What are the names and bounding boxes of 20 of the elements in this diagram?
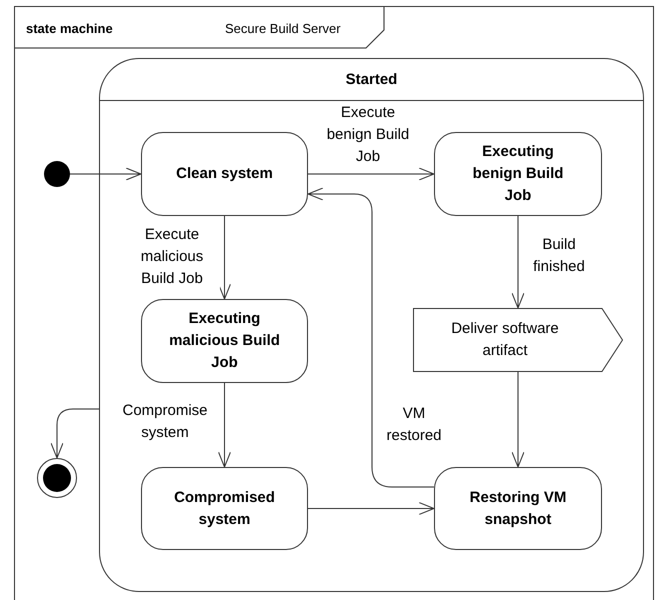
send-signal-action: Deliver software artifact: [413, 308, 623, 372]
transition-arrow: [308, 188, 434, 488]
diagram-kind-label: state machine: [26, 20, 113, 38]
transition-arrow: [70, 168, 142, 180]
initial-state: [44, 161, 70, 187]
transition-arrow: [512, 372, 524, 468]
state-box: Compromised system: [141, 467, 308, 550]
transition-arrow: [50, 408, 100, 458]
transition-arrow: [308, 168, 434, 180]
final-state: [37, 458, 77, 498]
state-box: Clean system: [141, 132, 308, 216]
state-title: Started: [346, 70, 398, 90]
transition-arrow: [512, 216, 524, 308]
transition-arrow: [218, 216, 231, 300]
transition-arrow: [218, 382, 231, 468]
diagram-name-label: Secure Build Server: [225, 20, 341, 38]
state-box: Executing benign Build Job: [434, 132, 602, 216]
state-box: Restoring VM snapshot: [434, 467, 602, 550]
transition-arrow: [308, 502, 434, 515]
state-box: Executing malicious Build Job: [141, 299, 308, 383]
